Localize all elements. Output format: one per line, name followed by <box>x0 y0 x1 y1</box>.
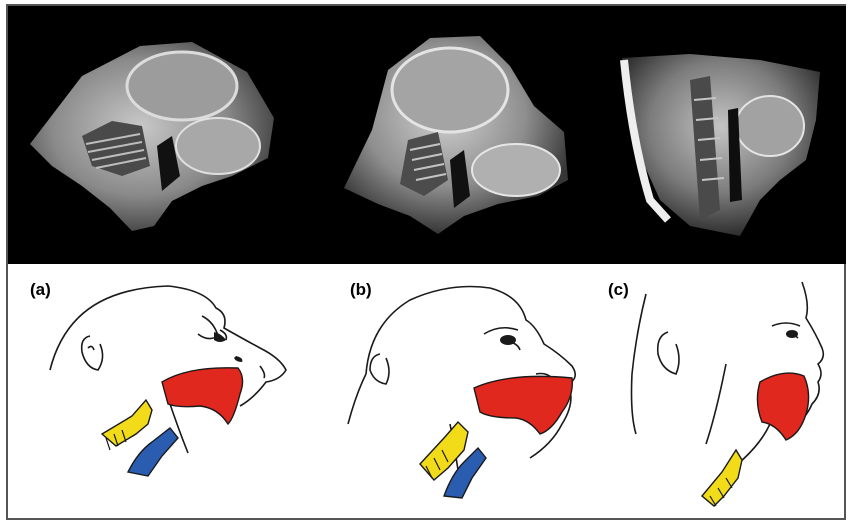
drawing-c <box>606 274 842 510</box>
drawing-b <box>340 274 600 504</box>
mri-tongue-c <box>736 96 804 156</box>
larynx-a <box>102 400 152 446</box>
mri-scan-b <box>338 20 588 250</box>
eye-c <box>786 330 798 338</box>
drawing-area: (a) (b) <box>8 268 846 518</box>
larynx-c <box>702 450 742 506</box>
eye-b <box>500 335 516 345</box>
drawing-a <box>28 278 298 498</box>
mri-tongue-a <box>176 118 260 174</box>
mri-brain-a <box>127 52 237 120</box>
airway-a <box>128 428 178 476</box>
mri-tongue-b <box>472 144 560 196</box>
mri-brain-b <box>392 48 508 132</box>
tongue-b <box>474 376 572 434</box>
tongue-c <box>757 373 808 440</box>
mri-scan-a <box>22 26 292 246</box>
head-outline-a <box>50 286 286 453</box>
mri-strip <box>8 6 846 264</box>
mri-scan-c <box>620 50 830 240</box>
nostril-a <box>234 356 242 362</box>
